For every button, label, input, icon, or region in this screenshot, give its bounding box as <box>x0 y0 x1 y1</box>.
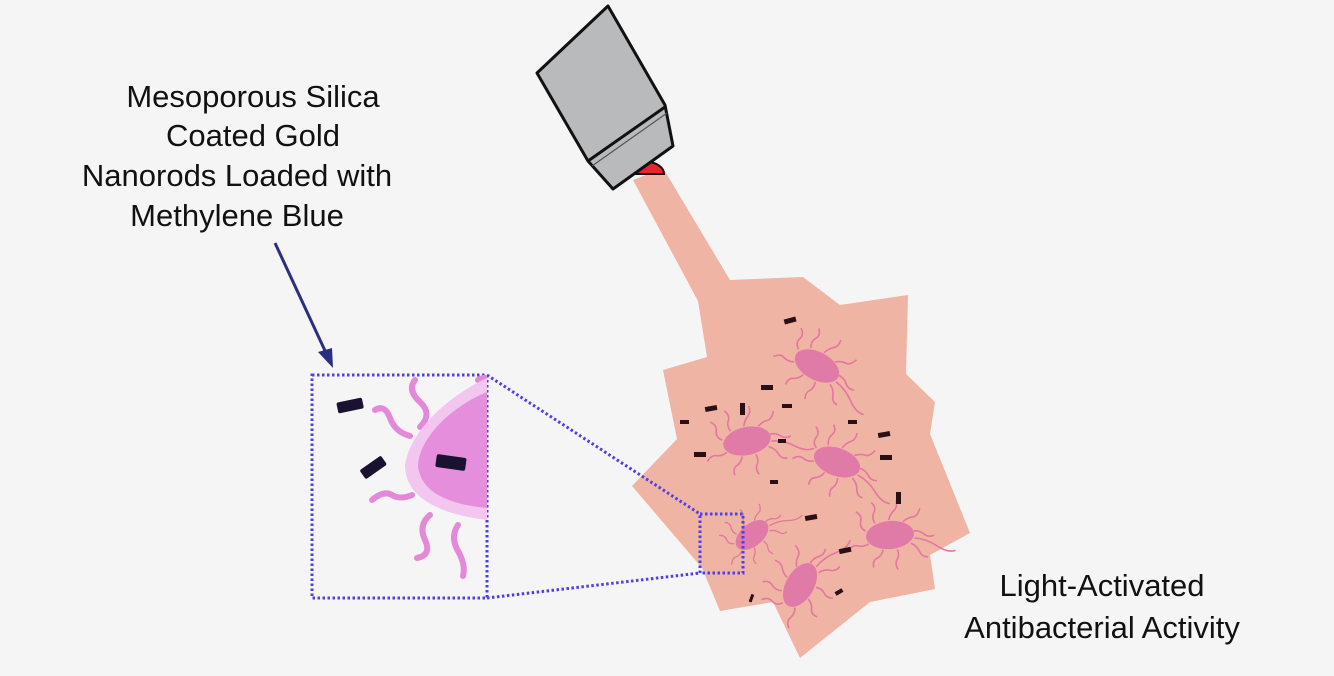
label-line: Nanorods Loaded with <box>82 158 392 193</box>
inset-bacterium <box>336 375 487 579</box>
label-line: Antibacterial Activity <box>964 610 1240 645</box>
pointer-arrow-icon <box>273 242 333 368</box>
label-line: Methylene Blue <box>130 198 344 233</box>
label-line: Mesoporous Silica <box>126 79 380 114</box>
activity-label: Light-Activated Antibacterial Activity <box>964 568 1240 645</box>
nanorods <box>680 316 901 603</box>
light-source-icon <box>535 4 675 191</box>
label-line: Light-Activated <box>999 568 1204 603</box>
nanoparticle-label: Mesoporous Silica Coated Gold Nanorods L… <box>82 79 392 233</box>
label-line: Coated Gold <box>166 118 340 153</box>
